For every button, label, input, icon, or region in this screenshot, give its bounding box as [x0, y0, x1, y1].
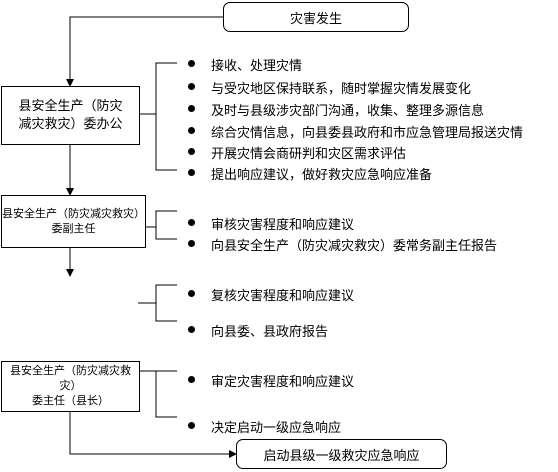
office-task: 开展灾情会商研判和灾区需求评估 [211, 147, 407, 162]
arrow-start-to-office [66, 16, 223, 87]
arrow-director-to-end [69, 412, 237, 458]
office-node-line1: 县安全生产（防灾 [18, 98, 123, 114]
start-node: 灾害发生 [223, 2, 409, 32]
bracket-deputy [155, 210, 177, 240]
bullet-icon [188, 240, 195, 247]
bullet-icon [188, 376, 195, 383]
bracket-office [155, 62, 177, 171]
director-node-line2: 委主任（县长） [32, 393, 109, 407]
office-task: 接收、处理灾情 [211, 59, 303, 74]
deputy-task: 向县安全生产（防灾减灾救灾）委常务副主任报告 [211, 239, 498, 254]
director-node: 县安全生产（防灾减灾救灾） 委主任（县长） [1, 361, 140, 412]
bullet-icon [188, 83, 195, 90]
bullet-icon [188, 60, 195, 67]
review-task: 向县委、县政府报告 [211, 325, 329, 340]
office-task: 提出响应建议，做好救灾应急响应准备 [211, 168, 433, 183]
office-task: 及时与县级涉灾部门沟通，收集、整理多源信息 [211, 104, 485, 119]
bullet-icon [188, 148, 195, 155]
director-task: 决定启动一级应急响应 [211, 421, 342, 436]
deputy-node-line1: 县安全生产（防灾减灾救灾） [2, 206, 145, 220]
director-task: 审定灾害程度和响应建议 [211, 375, 355, 390]
bullet-icon [188, 422, 195, 429]
office-task: 综合灾情信息，向县委县政府和市应急管理局报送灾情 [211, 126, 524, 141]
bullet-icon [188, 127, 195, 134]
end-node: 启动县级一级救灾应急响应 [236, 439, 447, 469]
start-node-label: 灾害发生 [289, 11, 342, 27]
deputy-node: 县安全生产（防灾减灾救灾） 委副主任 [1, 195, 146, 248]
office-node-line2: 减灾救灾）委办公 [18, 116, 123, 132]
bullet-icon [188, 290, 195, 297]
office-task: 与受灾地区保持联系，随时掌握灾情发展变化 [211, 82, 472, 97]
office-node: 县安全生产（防灾 减灾救灾）委办公 [1, 86, 140, 145]
deputy-node-line2: 委副主任 [51, 221, 96, 235]
end-node-label: 启动县级一级救灾应急响应 [263, 448, 420, 464]
director-node-line1: 县安全生产（防灾减灾救灾） [10, 364, 131, 393]
bullet-icon [188, 105, 195, 112]
bracket-review [155, 284, 177, 322]
deputy-task: 审核灾害程度和响应建议 [211, 218, 355, 233]
review-task: 复核灾害程度和响应建议 [211, 289, 355, 304]
bullet-icon [188, 219, 195, 226]
bullet-icon [188, 326, 195, 333]
bullet-icon [188, 169, 195, 176]
bracket-director [155, 370, 177, 418]
